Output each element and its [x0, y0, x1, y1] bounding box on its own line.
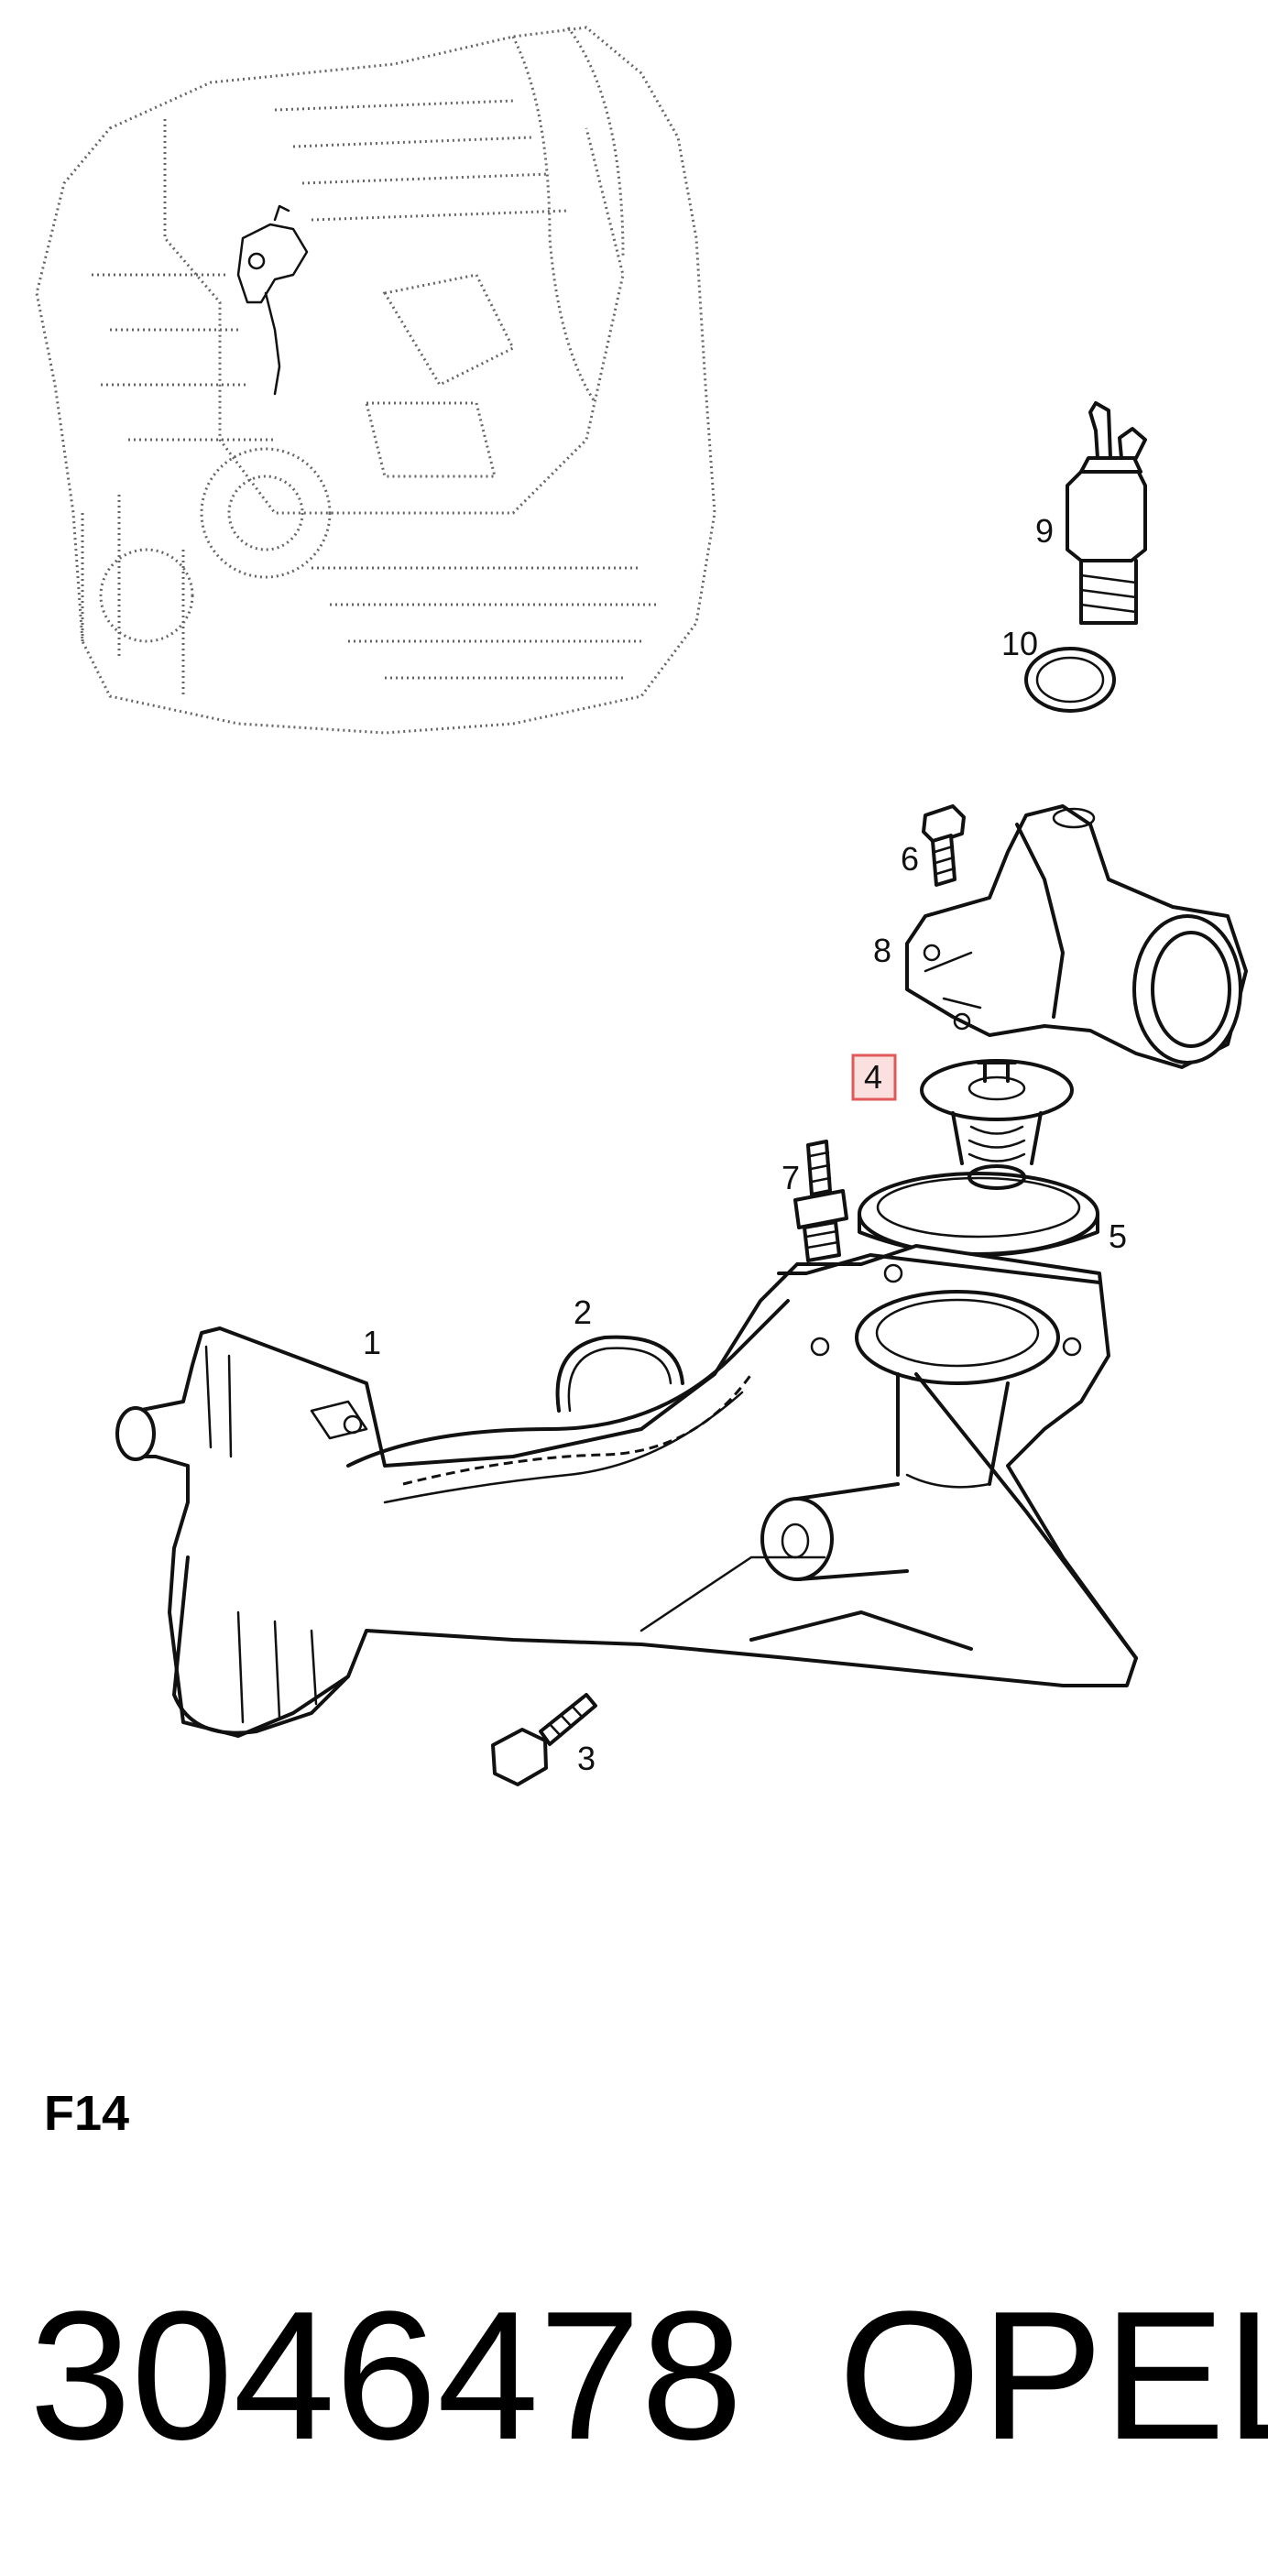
callout-label-3: 3	[577, 1740, 596, 1777]
engine-overview-illustration	[35, 26, 716, 735]
callout-label-9: 9	[1035, 512, 1054, 550]
part-6-bolt	[922, 804, 966, 887]
callout-label-6: 6	[901, 840, 919, 878]
brand-name: OPEL	[838, 2274, 1268, 2478]
part-1-thermostat-housing	[115, 1244, 1138, 1738]
callout-label-1: 1	[363, 1324, 381, 1361]
part-2-o-ring	[555, 1335, 684, 1413]
callout-label-7: 7	[782, 1159, 800, 1196]
part-4-thermostat	[920, 1059, 1074, 1190]
callout-label-8: 8	[873, 932, 891, 969]
part-9-temperature-sensor	[1066, 401, 1147, 625]
callout-highlight-4[interactable]	[851, 1053, 897, 1101]
callout-label-5: 5	[1109, 1217, 1127, 1255]
part-10-sealing-ring	[1024, 647, 1116, 713]
callout-label-2: 2	[574, 1293, 592, 1331]
part-number: 3046478	[29, 2274, 743, 2478]
part-8-thermostat-cover	[905, 804, 1248, 1069]
part-7-stud	[793, 1140, 848, 1262]
callout-label-10: 10	[1001, 625, 1038, 662]
section-code: F14	[44, 2086, 129, 2141]
part-3-bolt	[491, 1693, 597, 1786]
callout-label-4[interactable]: 4	[864, 1058, 882, 1096]
